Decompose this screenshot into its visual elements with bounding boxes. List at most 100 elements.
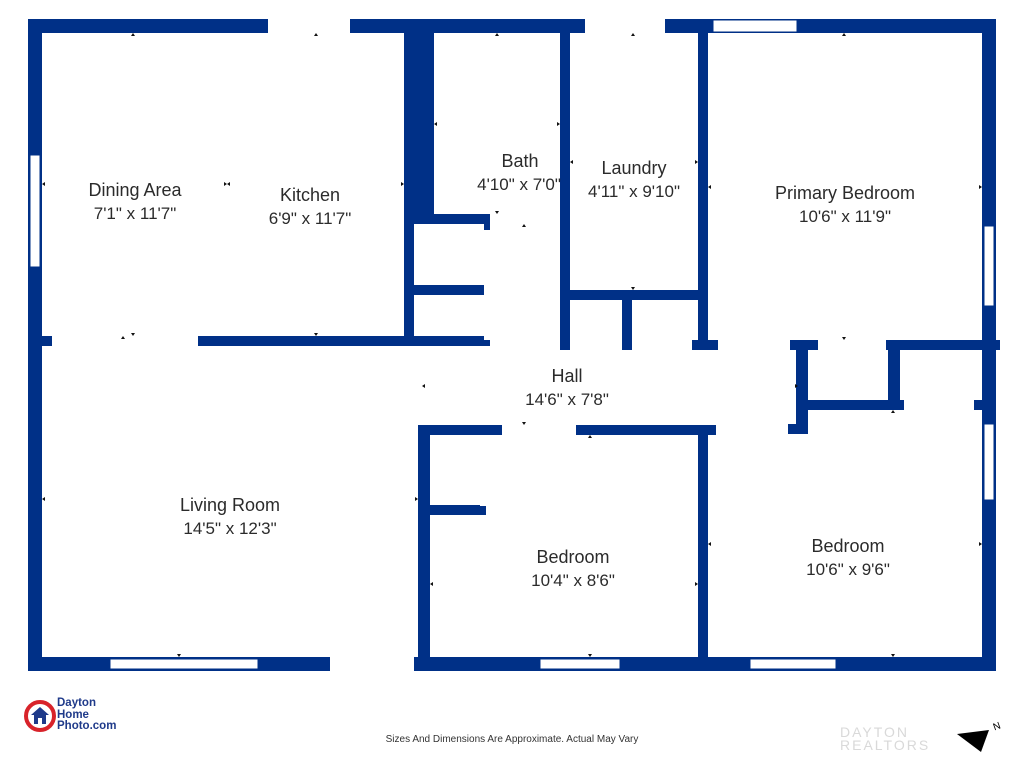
- door-laundry-top: [585, 19, 665, 33]
- dining-dim: 7'1" x 11'7": [94, 204, 177, 223]
- window-bottom-living: [109, 658, 259, 670]
- window-bottom-bed1: [539, 658, 621, 670]
- door-closet-c: [904, 400, 974, 410]
- marker: [708, 185, 711, 189]
- marker: [224, 182, 227, 186]
- marker: [795, 384, 798, 388]
- windows: [29, 19, 995, 670]
- outer-wall-top: [28, 19, 996, 33]
- door-primary-closet: [818, 340, 886, 350]
- marker: [422, 384, 425, 388]
- marker: [588, 654, 592, 657]
- logo-line-3: Photo.com: [57, 720, 117, 732]
- primary-name: Primary Bedroom: [775, 183, 915, 203]
- marker: [434, 122, 437, 126]
- marker: [588, 435, 592, 438]
- door-hall-bed1: [502, 425, 576, 435]
- marker: [979, 542, 982, 546]
- wall-bed1-top-right: [576, 425, 716, 435]
- room-labels: Dining Area 7'1" x 11'7" Kitchen 6'9" x …: [88, 151, 915, 590]
- marker: [695, 582, 698, 586]
- marker: [131, 33, 135, 36]
- wall-laundry-bottom: [560, 290, 706, 300]
- wall-bed1-right: [698, 425, 708, 671]
- laundry-dim: 4'11" x 9'10": [588, 182, 680, 201]
- window-bottom-bed2: [749, 658, 837, 670]
- marker: [522, 422, 526, 425]
- marker: [570, 160, 573, 164]
- house-icon: [24, 700, 56, 732]
- hall-dim: 14'6" x 7'8": [525, 390, 609, 409]
- wall-kitchen-bottom: [198, 336, 490, 346]
- kitchen-dim: 6'9" x 11'7": [269, 209, 352, 228]
- marker: [227, 182, 230, 186]
- marker: [842, 33, 846, 36]
- marker: [891, 410, 895, 413]
- marker: [430, 582, 433, 586]
- marker: [708, 542, 711, 546]
- bedroom1-dim: 10'4" x 8'6": [531, 571, 615, 590]
- marker: [495, 211, 499, 214]
- marker: [401, 182, 404, 186]
- hall-name: Hall: [551, 366, 582, 386]
- realtors-watermark: DAYTON REALTORS: [840, 725, 931, 753]
- window-left-dining: [29, 154, 41, 268]
- bath-name: Bath: [501, 151, 538, 171]
- walls: [28, 19, 1000, 671]
- living-name: Living Room: [180, 495, 280, 515]
- bedroom1-name: Bedroom: [536, 547, 609, 567]
- door-kitchen-top: [268, 19, 350, 33]
- logo-text: Dayton Home Photo.com: [57, 697, 117, 733]
- marker: [415, 497, 418, 501]
- wall-bath-bottom: [414, 214, 560, 224]
- wall-closet-d: [788, 424, 808, 434]
- north-label: N: [992, 720, 1003, 733]
- dimension-markers: [42, 33, 982, 657]
- bedroom2-name: Bedroom: [811, 536, 884, 556]
- door-closet-ver: [480, 438, 486, 506]
- north-arrow-icon: N: [957, 720, 1003, 752]
- bath-dim: 4'10" x 7'0": [477, 175, 561, 194]
- marker: [42, 182, 45, 186]
- living-dim: 14'5" x 12'3": [183, 519, 276, 538]
- marker: [121, 336, 125, 339]
- window-right-primary: [983, 225, 995, 307]
- marker: [695, 160, 698, 164]
- dining-name: Dining Area: [88, 180, 182, 200]
- marker: [842, 337, 846, 340]
- outer-wall-left: [28, 19, 42, 671]
- marker: [631, 287, 635, 290]
- door-primary: [718, 340, 790, 350]
- door-closet-laundry-a: [570, 340, 622, 350]
- wall-laundry-right: [698, 33, 708, 346]
- primary-dim: 10'6" x 11'9": [799, 207, 891, 226]
- watermark-line-2: REALTORS: [840, 737, 931, 753]
- wall-closet-mid: [414, 285, 490, 295]
- wall-dining-stub: [42, 336, 52, 346]
- wall-laundry-closet: [622, 290, 632, 346]
- marker: [522, 224, 526, 227]
- marker: [557, 122, 560, 126]
- bedroom2-dim: 10'6" x 9'6": [806, 560, 890, 579]
- wall-bed1-left: [418, 425, 430, 671]
- marker: [131, 333, 135, 336]
- marker: [314, 33, 318, 36]
- wall-laundry-left: [560, 224, 570, 346]
- door-closet-right: [484, 230, 490, 340]
- wall-closet-c: [808, 400, 990, 410]
- wall-bath-right: [560, 33, 570, 226]
- marker: [42, 497, 45, 501]
- marker: [631, 33, 635, 36]
- window-right-bed2: [983, 423, 995, 501]
- openings: [268, 19, 974, 671]
- wall-bed1-top: [418, 425, 502, 435]
- wall-bed1-closet: [430, 505, 486, 515]
- marker: [891, 654, 895, 657]
- marker: [314, 333, 318, 336]
- wall-kitchen-right: [404, 33, 414, 340]
- door-living-bottom: [330, 657, 414, 671]
- window-top-primary: [712, 19, 798, 33]
- kitchen-name: Kitchen: [280, 185, 340, 205]
- disclaimer-caption: Sizes And Dimensions Are Approximate. Ac…: [385, 734, 639, 745]
